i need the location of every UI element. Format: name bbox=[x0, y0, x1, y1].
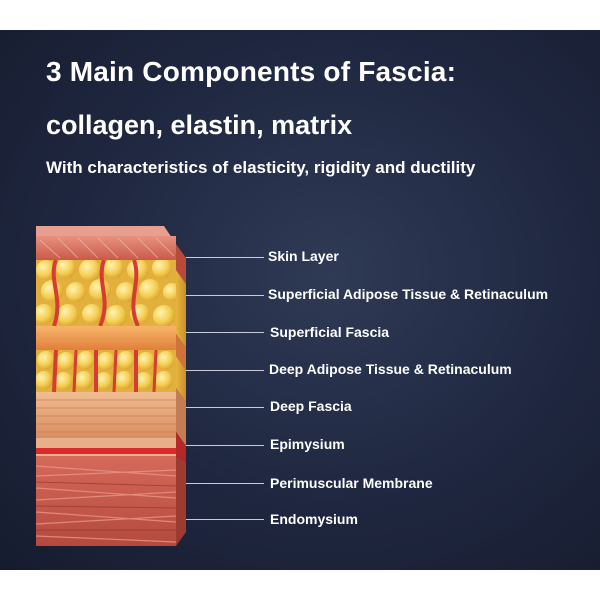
deep-adipose-block bbox=[36, 350, 186, 402]
page-title: 3 Main Components of Fascia: bbox=[46, 56, 457, 87]
label-deep-fascia: Deep Fascia bbox=[270, 398, 352, 414]
leader-line-superficial-adipose bbox=[186, 295, 264, 296]
leader-line-endomysium bbox=[186, 519, 264, 520]
leader-line-epimysium bbox=[186, 445, 264, 446]
label-endomysium: Endomysium bbox=[270, 511, 358, 527]
muscle-block bbox=[35, 456, 186, 546]
page-subtitle: collagen, elastin, matrix bbox=[46, 110, 353, 140]
leader-line-deep-fascia bbox=[186, 407, 264, 408]
label-superficial-fascia: Superficial Fascia bbox=[270, 324, 390, 340]
deep-fascia-block bbox=[36, 388, 186, 446]
leader-line-perimuscular bbox=[186, 483, 264, 484]
leader-line-skin bbox=[186, 257, 264, 258]
skin-layer-block bbox=[36, 226, 186, 284]
label-perimuscular-membrane: Perimuscular Membrane bbox=[270, 475, 433, 491]
leader-line-deep-adipose bbox=[186, 370, 264, 371]
superficial-adipose-block bbox=[36, 260, 186, 348]
label-skin-layer: Skin Layer bbox=[268, 248, 339, 264]
leader-line-superficial-fascia bbox=[186, 332, 264, 333]
label-deep-adipose: Deep Adipose Tissue & Retinaculum bbox=[269, 361, 512, 377]
label-epimysium: Epimysium bbox=[270, 436, 345, 452]
superficial-fascia-block bbox=[36, 326, 186, 370]
label-superficial-adipose: Superficial Adipose Tissue & Retinaculum bbox=[268, 286, 549, 302]
epimysium-block bbox=[36, 432, 186, 462]
fascia-infographic: 3 Main Components of Fascia: collagen, e… bbox=[0, 30, 600, 570]
tissue-cross-section-diagram bbox=[35, 226, 186, 546]
page-description: With characteristics of elasticity, rigi… bbox=[46, 158, 476, 177]
